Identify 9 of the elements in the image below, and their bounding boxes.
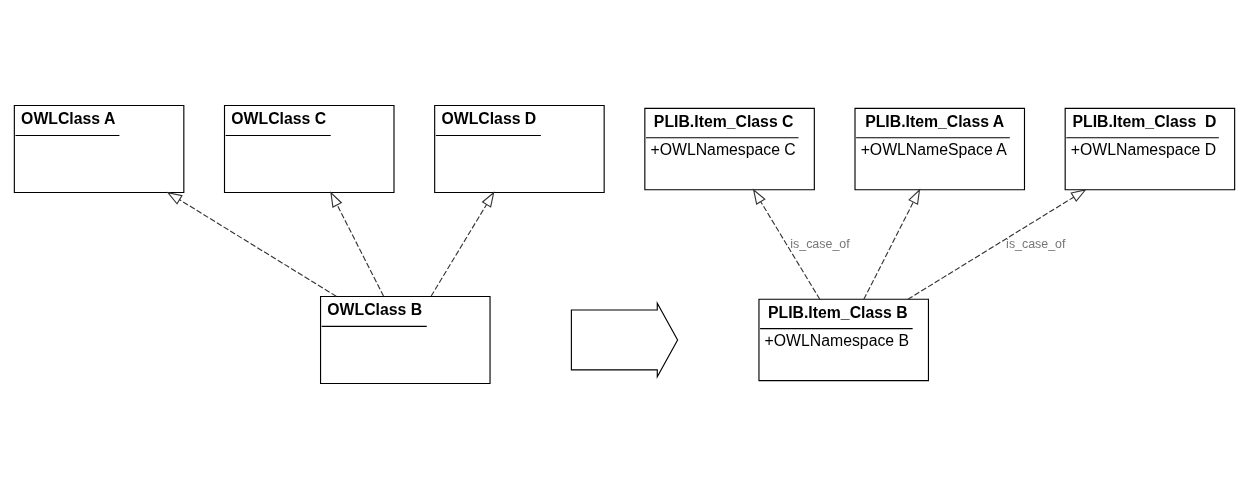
arrow xyxy=(863,188,921,300)
edge-label: is_case_of xyxy=(1006,236,1066,251)
edge-label: is_case_of xyxy=(790,236,850,251)
arrow xyxy=(330,191,385,297)
node-arrow xyxy=(570,301,679,379)
arrow xyxy=(166,191,337,297)
arrow xyxy=(907,189,1087,300)
arrow xyxy=(430,191,495,297)
arrow xyxy=(752,188,821,300)
